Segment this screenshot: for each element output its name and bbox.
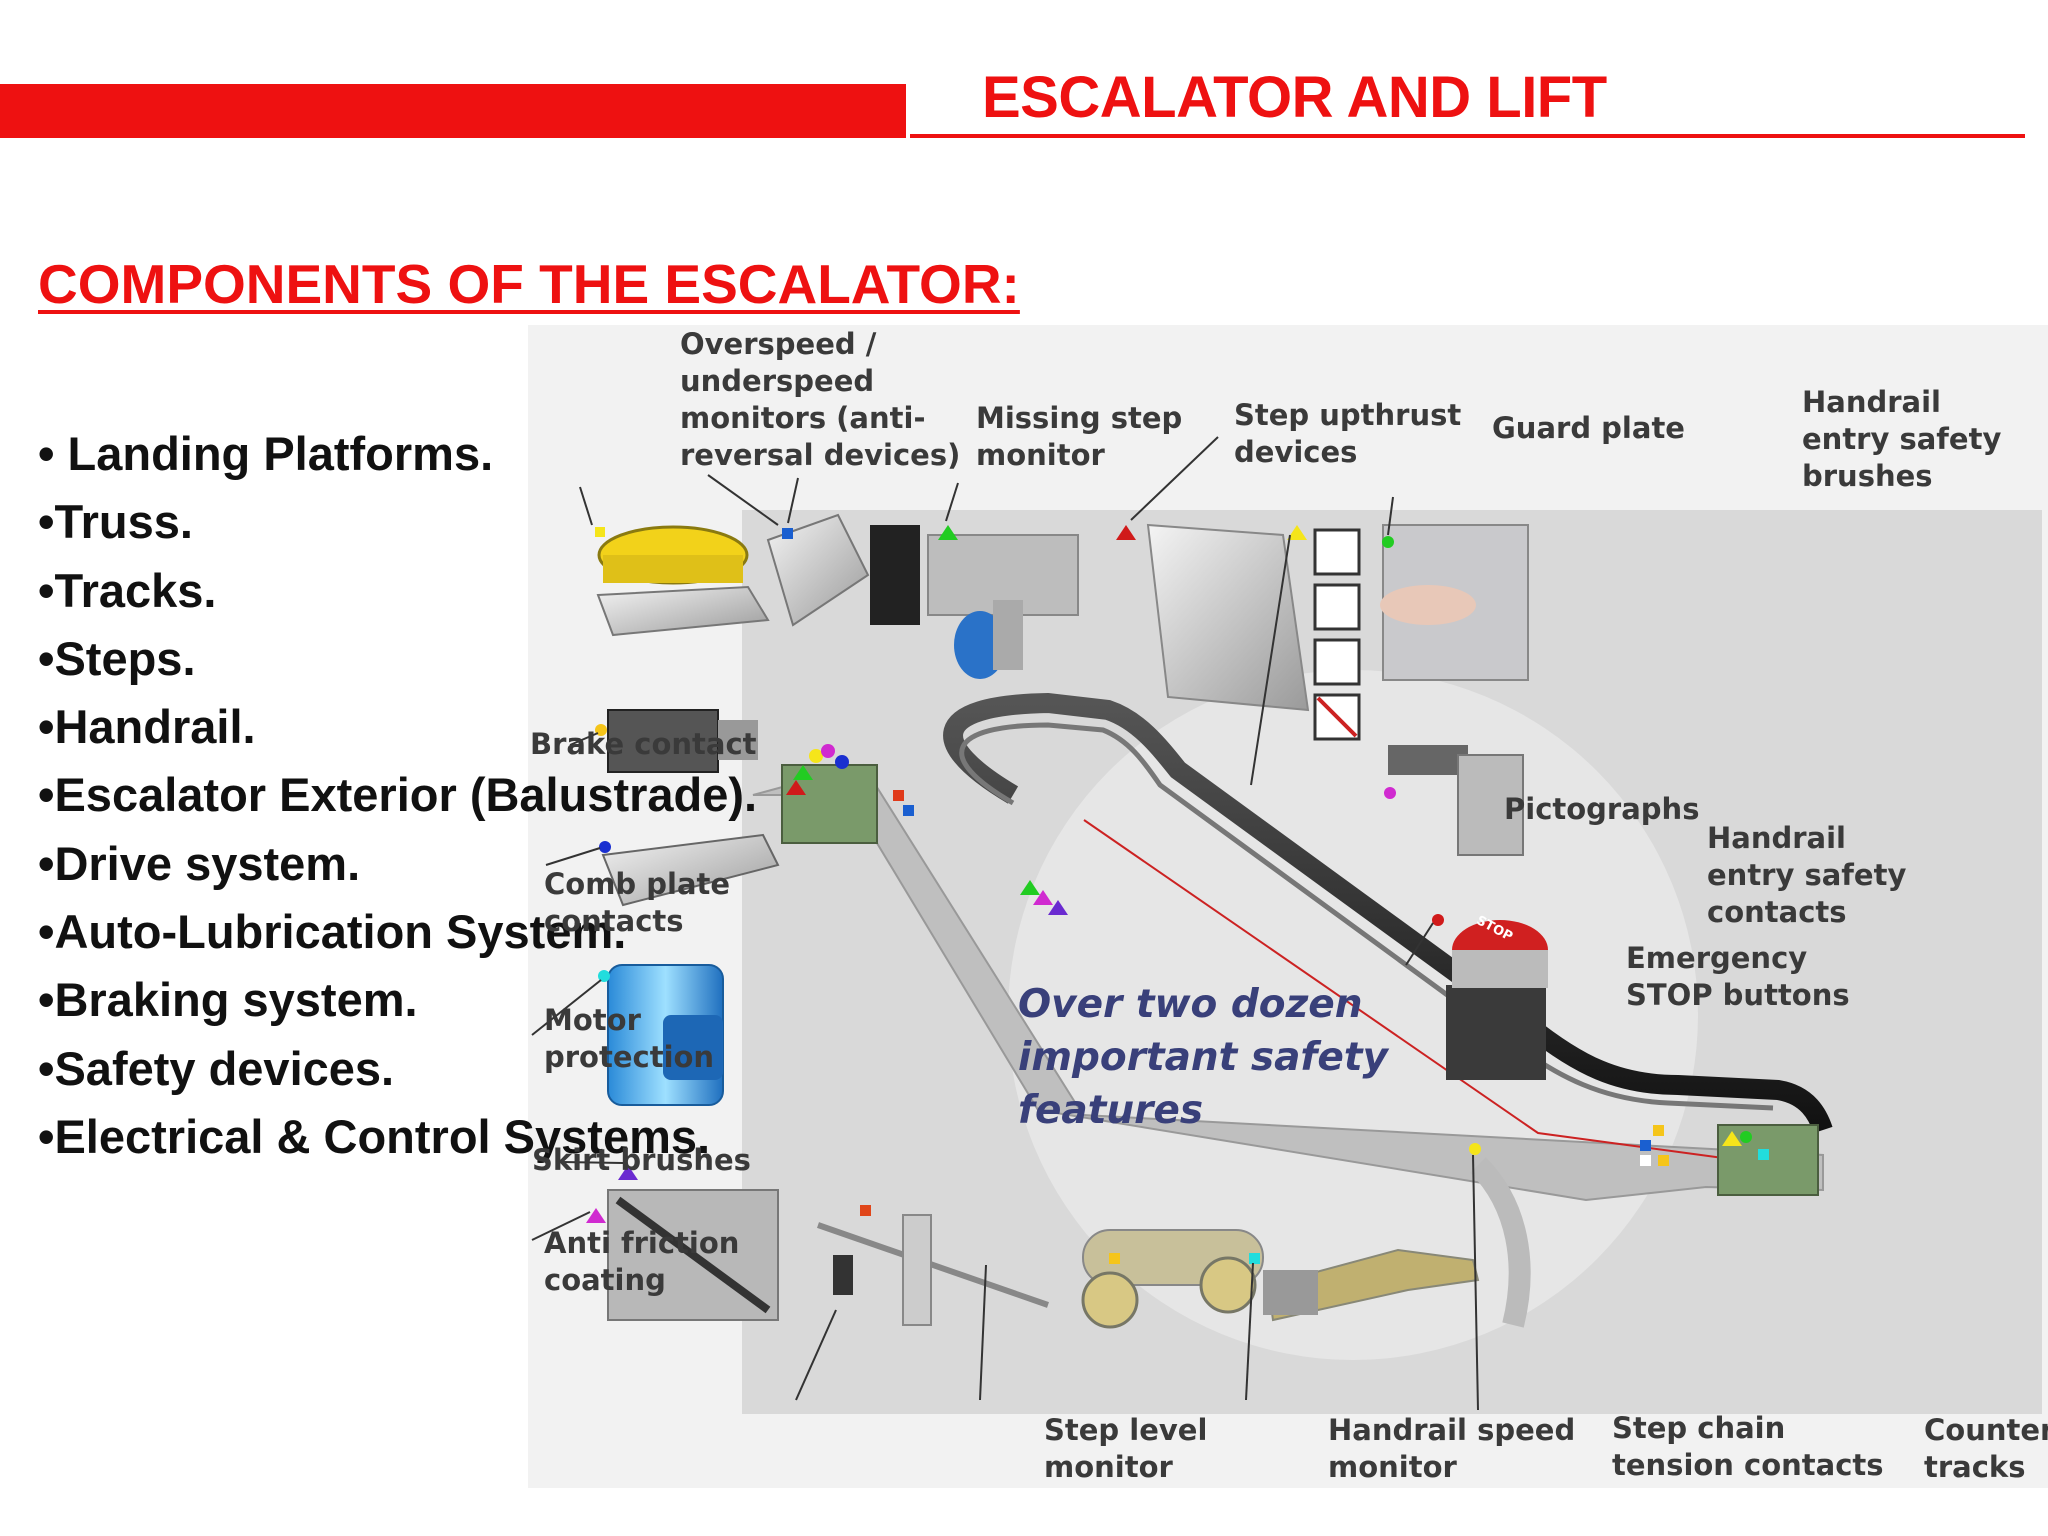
leader-lines [531,436,1479,1411]
list-item: •Steps. [38,631,196,685]
step-chain-contacts-picture [1263,1248,1480,1322]
list-item: •Auto-Lubrication System. [38,905,627,959]
list-item: •Escalator Exterior (Balustrade). [38,768,758,822]
escalator-illustration [752,692,1833,1202]
label-step-level-monitor: Step level monitor [1044,1413,1208,1484]
label-step-upthrust: Step upthrust devices [1234,398,1462,469]
label-brake-contact: Brake contact [530,727,757,761]
list-item: •Electrical & Control Systems. [38,1109,711,1163]
pictographs-picture [1313,528,1361,741]
handrail-contacts-picture [1388,745,1524,856]
list-item: •Safety devices. [38,1041,395,1095]
label-motor-protection: Motor protection [544,1003,715,1074]
escalator-diagram: STOP [528,325,2048,1488]
label-handrail-brushes: Handrail entry safety brushes [1802,385,2002,493]
brake-contact-picture [607,709,758,773]
motor-picture [607,964,724,1106]
list-item: •Tracks. [38,563,217,617]
safety-features-note: Over two dozen important safety features [1018,982,1388,1133]
step-level-monitor-picture [817,1214,1049,1326]
label-overspeed-monitors: Overspeed / underspeed monitors (anti- r… [680,327,961,472]
emergency-stop-picture [1446,920,1548,1080]
handrail-brushes-picture [1380,524,1529,681]
label-handrail-contacts: Handrail entry safety contacts [1707,821,1907,929]
label-skirt-brushes: Skirt brushes [532,1143,751,1177]
component-list: • Landing Platforms. •Truss. •Tracks. •S… [38,420,757,1171]
label-step-chain-contacts: Step chain tension contacts [1612,1411,1884,1482]
handrail-speed-monitor-picture [1081,1229,1264,1329]
slide-title: ESCALATOR AND LIFT [982,65,1607,130]
diagram-artwork: STOP [531,436,2042,1414]
label-anti-friction: Anti friction coating [544,1226,740,1297]
list-item: •Truss. [38,495,193,549]
label-guard-plate: Guard plate [1492,411,1685,445]
label-pictographs: Pictographs [1504,792,1700,826]
label-comb-plate: Comb plate contacts [544,867,731,938]
escalator-handrail-inner [959,722,1774,1111]
label-missing-step-monitor: Missing step monitor [976,401,1183,472]
counter-tracks-picture [1469,1157,1531,1328]
comb-plate-picture [601,833,780,907]
header-underline [910,134,2025,138]
escalator-skirt-line [1083,819,1739,1161]
guard-plate-picture [1146,523,1310,712]
missing-step-monitor-picture [766,513,920,627]
list-item: •Braking system. [38,973,418,1027]
skirt-brushes-picture [607,1189,779,1321]
label-emergency-stop: Emergency STOP buttons [1626,941,1850,1012]
label-handrail-speed-monitor: Handrail speed monitor [1328,1413,1576,1484]
label-counter-tracks: Counter tracks [1924,1413,2048,1484]
step-upthrust-picture [927,534,1079,679]
header-red-bar [0,84,906,138]
list-item: •Drive system. [38,836,361,890]
list-item: •Handrail. [38,700,256,754]
escalator-handrail-outer [943,692,1833,1134]
list-item: • Landing Platforms. [38,427,494,480]
overspeed-monitor-picture [596,525,770,637]
safety-markers [586,525,1769,1264]
section-heading: COMPONENTS OF THE ESCALATOR: [38,253,1020,315]
